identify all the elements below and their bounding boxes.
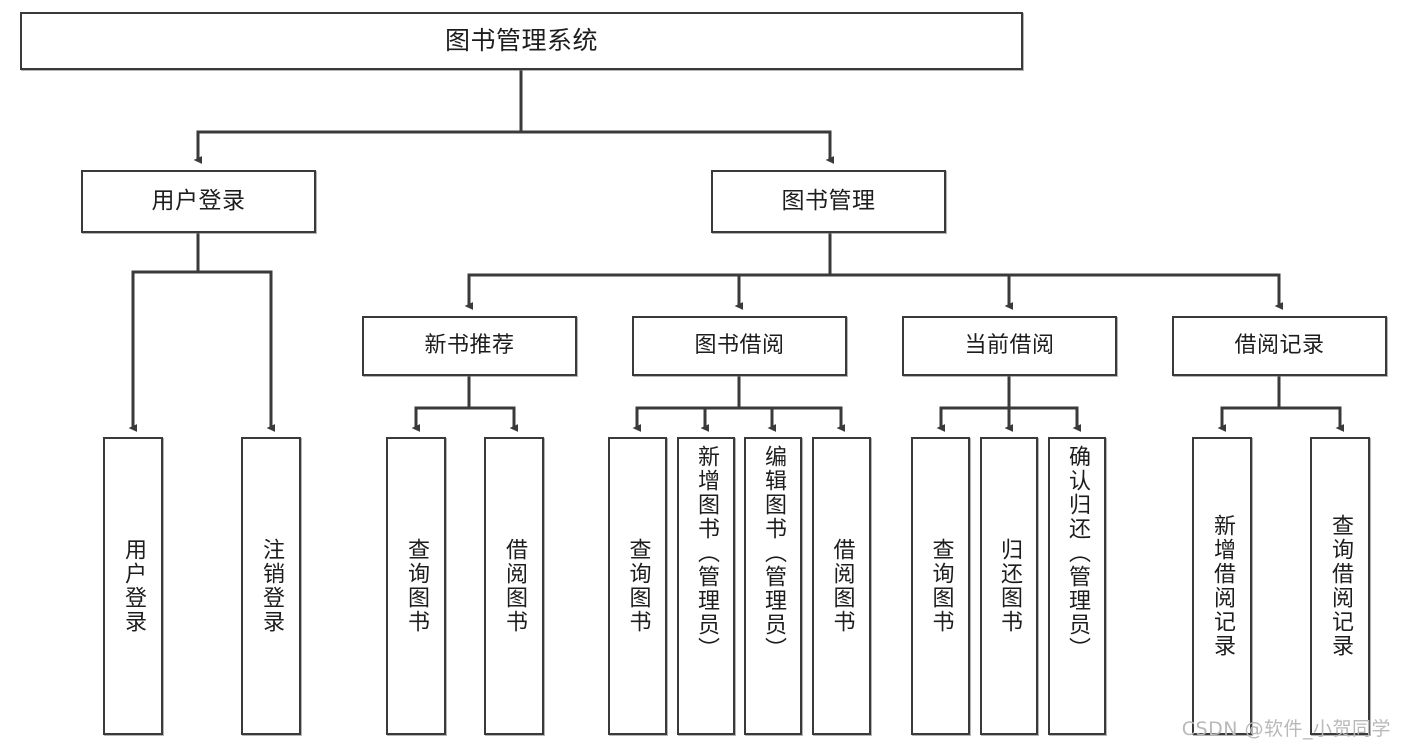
node-label: 编辑图书（管理员） <box>761 445 786 661</box>
node-label: 图书借阅 <box>694 333 785 359</box>
node-label: 借阅记录 <box>1234 333 1325 359</box>
leaf-confirm-return-admin[interactable]: 确认归还（管理员） <box>1048 437 1106 735</box>
leaf-query-books-current[interactable]: 查询图书 <box>911 437 970 735</box>
leaf-return-books[interactable]: 归还图书 <box>980 437 1038 735</box>
node-borrow-record[interactable]: 借阅记录 <box>1172 316 1387 376</box>
node-root-book-management-system[interactable]: 图书管理系统 <box>20 12 1023 70</box>
node-label: 图书管理系统 <box>444 26 598 56</box>
node-current-borrow[interactable]: 当前借阅 <box>902 316 1117 376</box>
node-label: 用户登录 <box>151 187 246 214</box>
node-label: 确认归还（管理员） <box>1065 445 1090 661</box>
leaf-borrow-books-recommend[interactable]: 借阅图书 <box>484 437 544 735</box>
node-label: 借阅图书 <box>829 538 855 634</box>
node-user-login[interactable]: 用户登录 <box>81 170 316 233</box>
node-label: 借阅图书 <box>502 538 527 634</box>
leaf-query-books-borrow[interactable]: 查询图书 <box>608 437 667 735</box>
node-label: 注销登录 <box>259 538 284 634</box>
leaf-logout[interactable]: 注销登录 <box>241 437 301 735</box>
leaf-add-borrow-record[interactable]: 新增借阅记录 <box>1192 437 1252 735</box>
leaf-add-book-admin[interactable]: 新增图书（管理员） <box>677 437 735 735</box>
node-label: 归还图书 <box>997 538 1022 634</box>
leaf-user-login[interactable]: 用户登录 <box>103 437 163 735</box>
node-book-management[interactable]: 图书管理 <box>711 170 946 233</box>
node-label: 用户登录 <box>121 538 146 634</box>
leaf-query-books-recommend[interactable]: 查询图书 <box>386 437 446 735</box>
leaf-edit-book-admin[interactable]: 编辑图书（管理员） <box>744 437 802 735</box>
node-label: 新增借阅记录 <box>1210 514 1235 658</box>
node-label: 查询借阅记录 <box>1328 514 1353 658</box>
node-label: 查询图书 <box>928 538 954 634</box>
node-label: 当前借阅 <box>964 333 1055 359</box>
node-label: 图书管理 <box>781 187 876 214</box>
node-label: 查询图书 <box>404 538 429 634</box>
node-new-book-recommend[interactable]: 新书推荐 <box>362 316 577 376</box>
leaf-borrow-books-borrow[interactable]: 借阅图书 <box>812 437 871 735</box>
watermark: CSDN @软件_小贺同学 <box>1181 718 1391 740</box>
leaf-query-borrow-record[interactable]: 查询借阅记录 <box>1310 437 1370 735</box>
node-label: 查询图书 <box>625 538 651 634</box>
node-label: 新增图书（管理员） <box>694 445 719 661</box>
node-label: 新书推荐 <box>424 333 515 359</box>
node-book-borrow[interactable]: 图书借阅 <box>632 316 847 376</box>
